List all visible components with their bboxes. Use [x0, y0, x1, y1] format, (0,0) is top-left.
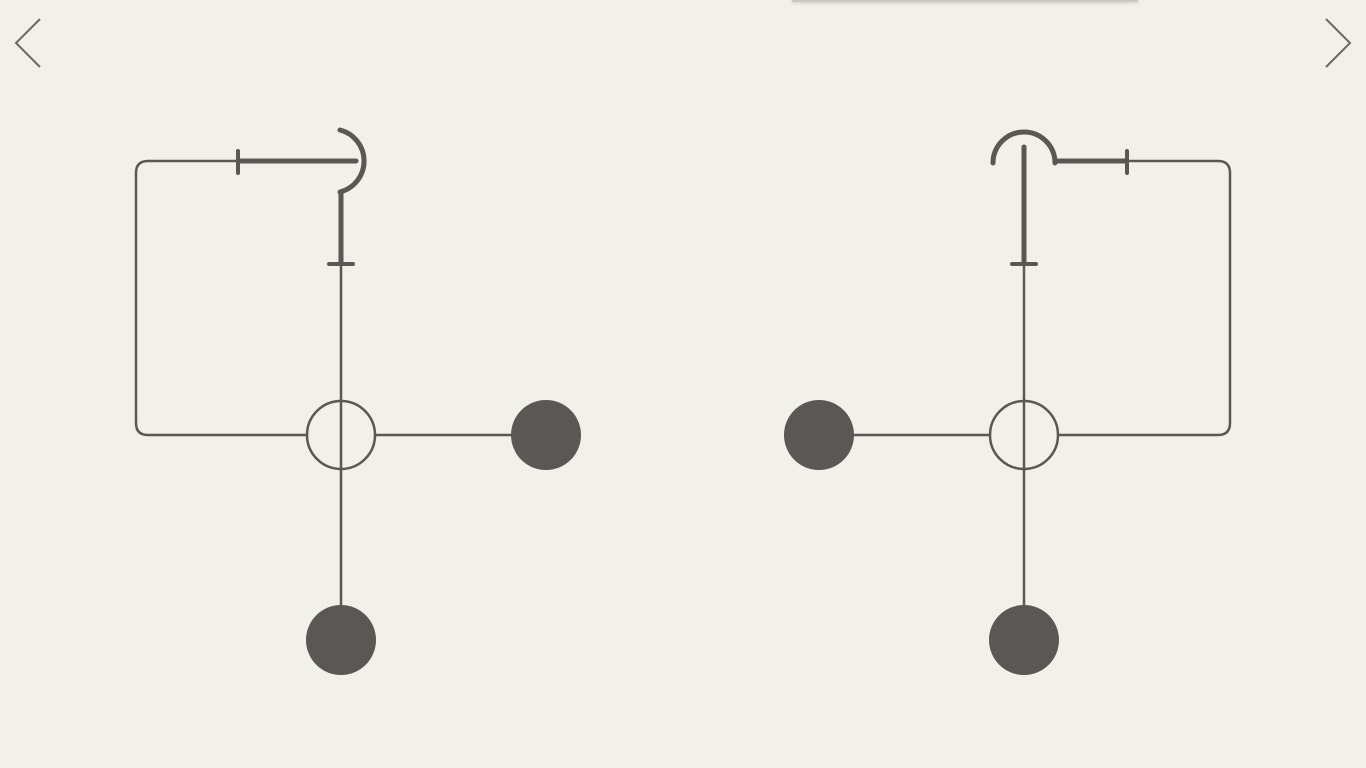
- prev-level-button[interactable]: [8, 14, 48, 72]
- right-node-left[interactable]: [784, 400, 854, 470]
- right-node-bottom[interactable]: [989, 605, 1059, 675]
- left-node-right[interactable]: [511, 400, 581, 470]
- chevron-right-icon: [1325, 18, 1352, 68]
- right-hub-ring[interactable]: [988, 399, 1060, 471]
- left-node-bottom[interactable]: [306, 605, 376, 675]
- next-level-button[interactable]: [1318, 14, 1358, 72]
- right-rotary-switch[interactable]: [990, 129, 1130, 267]
- left-rotary-switch[interactable]: [235, 127, 367, 267]
- left-loop-wire: [134, 159, 309, 437]
- left-circuit: [134, 127, 517, 610]
- chevron-left-icon: [14, 18, 41, 68]
- right-circuit: [850, 129, 1232, 610]
- left-hub-ring[interactable]: [305, 399, 377, 471]
- top-panel-tab[interactable]: [792, 0, 1138, 2]
- right-loop-wire: [1056, 159, 1232, 437]
